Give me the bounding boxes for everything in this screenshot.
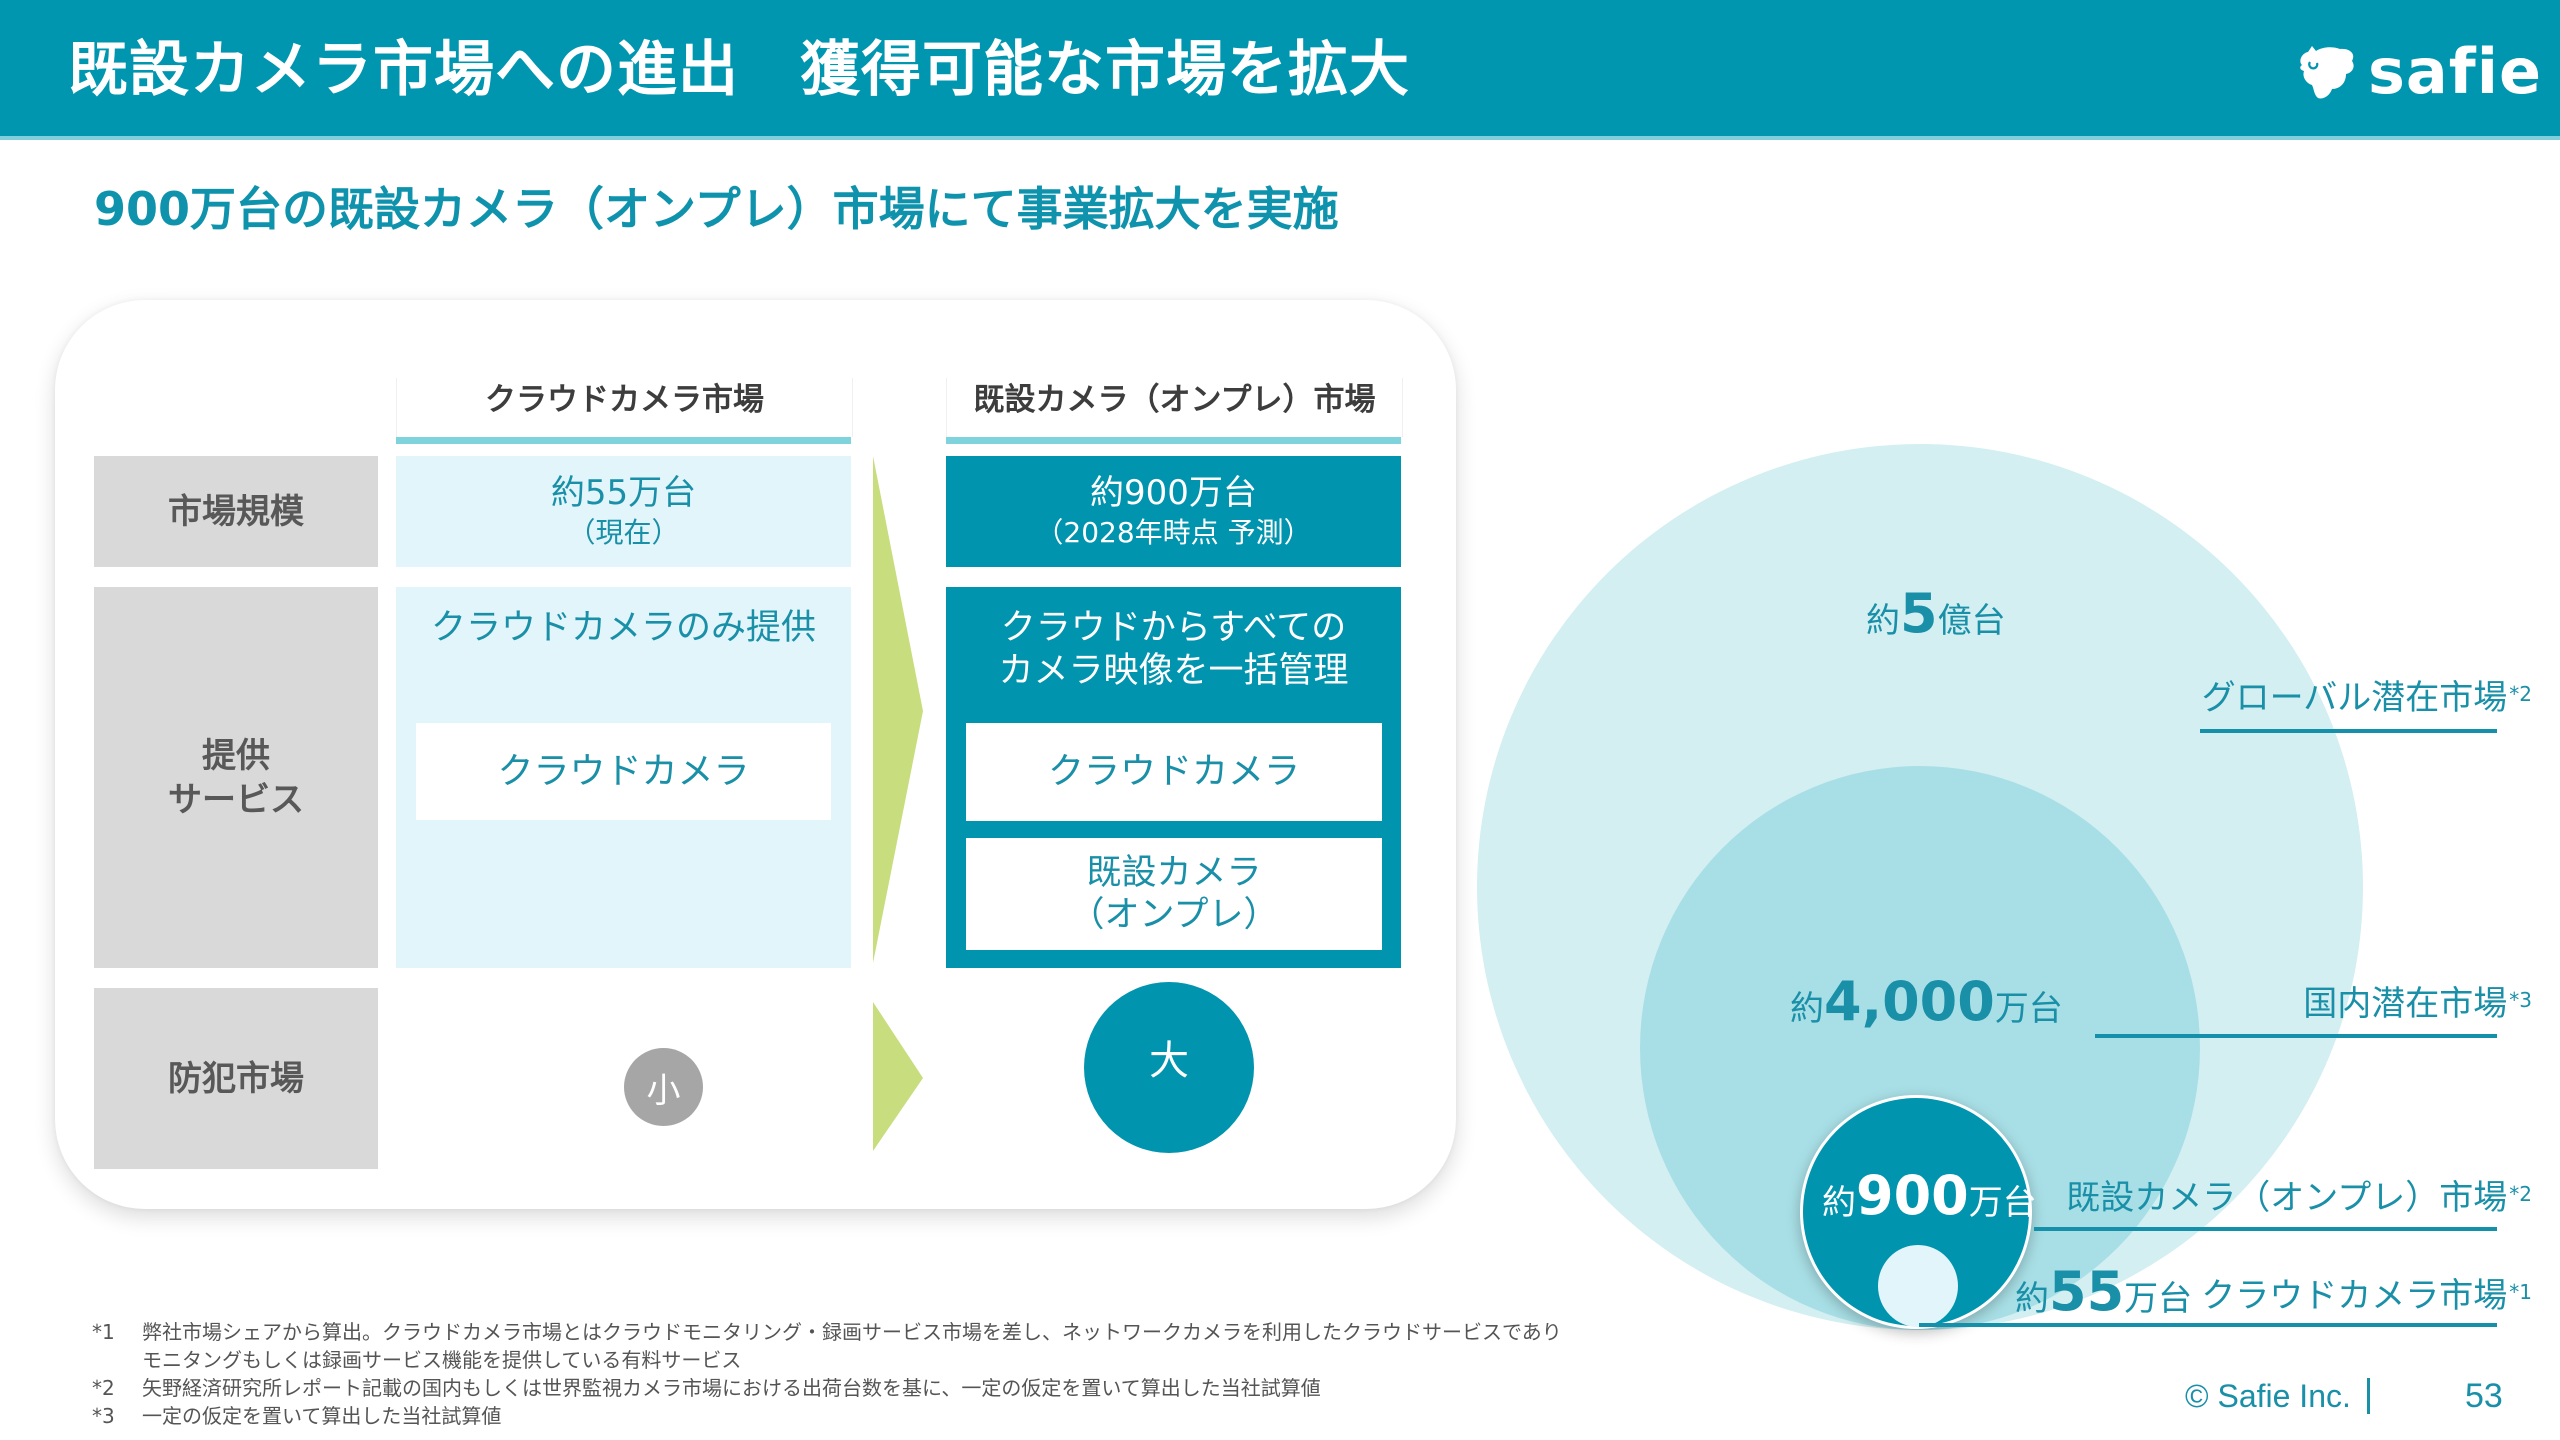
row-label-service-line1: 提供 <box>202 735 270 776</box>
cloud-market-size-note: （現在） <box>567 515 680 549</box>
badge-large: 大 <box>1084 982 1254 1153</box>
row-label-market-size-text: 市場規模 <box>168 491 304 532</box>
footnotes: *1 弊社市場シェアから算出。クラウドカメラ市場とはクラウドモニタリング・録画サ… <box>92 1318 1562 1430</box>
row-label-service-line2: サービス <box>168 779 304 820</box>
footnote-1: *1 弊社市場シェアから算出。クラウドカメラ市場とはクラウドモニタリング・録画サ… <box>92 1318 1562 1346</box>
footnote-3: *3 一定の仮定を置いて算出した当社試算値 <box>92 1402 1562 1430</box>
global-prefix: 約 <box>1866 601 1900 641</box>
cloud-market-size: 約55万台 <box>2015 1262 2192 1329</box>
cloud-number: 55 <box>2049 1260 2125 1323</box>
footnote-3-line1: 一定の仮定を置いて算出した当社試算値 <box>142 1404 502 1428</box>
leader-line-onprem <box>2034 1227 2497 1231</box>
row-label-security: 防犯市場 <box>94 988 378 1169</box>
column-header-cloud-underline <box>396 437 851 444</box>
column-header-onprem: 既設カメラ（オンプレ）市場 <box>946 378 1403 437</box>
label-global-market: グローバル潜在市場*2 <box>2202 676 2532 720</box>
label-domestic-market: 国内潜在市場*3 <box>2303 982 2532 1026</box>
transition-arrows <box>873 456 923 1151</box>
column-header-cloud: クラウドカメラ市場 <box>396 378 853 437</box>
leader-line-cloud <box>1919 1323 2497 1327</box>
label-domestic-market-note: *3 <box>2509 988 2532 1012</box>
slide-subtitle: 900万台の既設カメラ（オンプレ）市場にて事業拡大を実施 <box>94 182 1339 236</box>
global-unit: 億台 <box>1937 601 2006 641</box>
badge-small-label: 小 <box>646 1070 681 1111</box>
safie-logo: safie <box>2296 40 2542 104</box>
footnote-1-line2: モニタングもしくは録画サービス機能を提供している有料サービス <box>142 1348 742 1372</box>
footnote-3-key: *3 <box>92 1404 115 1428</box>
global-market-size: 約5億台 <box>1866 584 2006 651</box>
cloud-service-box-cloud-camera: クラウドカメラ <box>416 723 831 820</box>
arrow-right-icon <box>873 456 923 963</box>
onprem-service-desc-line2: カメラ映像を一括管理 <box>998 651 1349 691</box>
footnote-2-key: *2 <box>92 1376 115 1400</box>
onprem-market-size-value: 約900万台 <box>1090 472 1257 513</box>
onprem-unit: 万台 <box>1968 1183 2037 1223</box>
badge-large-label: 大 <box>1149 1037 1189 1084</box>
label-global-market-text: グローバル潜在市場 <box>2201 678 2508 718</box>
onprem-service-box-legacy-camera-line2: （オンプレ） <box>1069 895 1279 935</box>
onprem-service-box-legacy-camera: 既設カメラ （オンプレ） <box>966 838 1382 950</box>
label-domestic-market-text: 国内潜在市場 <box>2303 984 2508 1024</box>
circle-cloud-market <box>1878 1245 1958 1327</box>
row-label-market-size: 市場規模 <box>94 456 378 567</box>
logo-text: safie <box>2368 35 2543 108</box>
cloud-service-box-cloud-camera-label: クラウドカメラ <box>497 750 750 792</box>
label-onprem-market-text: 既設カメラ（オンプレ）市場 <box>2066 1178 2508 1218</box>
leader-line-global <box>2200 729 2497 733</box>
footer-copyright: © Safie Inc. <box>2185 1376 2370 1416</box>
column-header-onprem-underline <box>946 437 1401 444</box>
label-global-market-note: *2 <box>2509 682 2532 706</box>
onprem-number: 900 <box>1856 1164 1969 1227</box>
domestic-prefix: 約 <box>1790 989 1824 1029</box>
onprem-service-desc-line1: クラウドからすべての <box>1000 608 1347 648</box>
onprem-prefix: 約 <box>1822 1183 1856 1223</box>
label-cloud-market-note: *1 <box>2509 1280 2532 1304</box>
footnote-1-line1: 弊社市場シェアから算出。クラウドカメラ市場とはクラウドモニタリング・録画サービス… <box>142 1320 1562 1344</box>
onprem-market-size: 約900万台 <box>1822 1166 2037 1233</box>
footnote-2: *2 矢野経済研究所レポート記載の国内もしくは世界監視カメラ市場における出荷台数… <box>92 1374 1562 1402</box>
global-number: 5 <box>1900 582 1938 645</box>
domestic-unit: 万台 <box>1994 989 2063 1029</box>
domestic-number: 4,000 <box>1824 970 1995 1033</box>
onprem-service-box-legacy-camera-line1: 既設カメラ <box>1086 853 1262 893</box>
row-label-service: 提供 サービス <box>94 587 378 968</box>
footer-separator <box>2366 1378 2370 1414</box>
cloud-unit: 万台 <box>2124 1279 2193 1319</box>
page-number: 53 <box>2465 1377 2503 1415</box>
onprem-service-box-cloud-camera-label: クラウドカメラ <box>1047 751 1300 792</box>
footnote-1-cont: モニタングもしくは録画サービス機能を提供している有料サービス <box>92 1346 1562 1374</box>
domestic-market-size: 約4,000万台 <box>1790 972 2063 1039</box>
owl-icon <box>2300 46 2354 99</box>
label-onprem-market-note: *2 <box>2509 1182 2532 1206</box>
slide-header <box>0 0 2560 140</box>
leader-line-domestic <box>2095 1034 2497 1038</box>
copyright-text: © Safie Inc. <box>2185 1378 2351 1414</box>
slide-title: 既設カメラ市場への進出 獲得可能な市場を拡大 <box>68 35 1410 105</box>
cloud-market-size-value: 約55万台 <box>550 472 697 513</box>
onprem-service-box-cloud-camera: クラウドカメラ <box>966 723 1382 821</box>
onprem-service-desc: クラウドからすべての カメラ映像を一括管理 <box>946 607 1401 693</box>
footnote-2-line1: 矢野経済研究所レポート記載の国内もしくは世界監視カメラ市場における出荷台数を基に… <box>142 1376 1321 1400</box>
label-cloud-market-text: クラウドカメラ市場 <box>2201 1276 2508 1316</box>
cell-onprem-market-size: 約900万台 （2028年時点 予測） <box>946 456 1401 567</box>
column-header-cloud-label: クラウドカメラ市場 <box>485 382 764 418</box>
cloud-service-desc: クラウドカメラのみ提供 <box>430 608 816 648</box>
label-cloud-market: クラウドカメラ市場*1 <box>2201 1274 2532 1318</box>
badge-small: 小 <box>624 1048 703 1126</box>
label-onprem-market: 既設カメラ（オンプレ）市場*2 <box>2066 1176 2532 1220</box>
column-header-onprem-label: 既設カメラ（オンプレ）市場 <box>973 382 1376 418</box>
onprem-market-size-note: （2028年時点 予測） <box>1035 515 1312 549</box>
arrow-right-small-icon <box>873 1002 923 1151</box>
footnote-1-key: *1 <box>92 1320 115 1344</box>
cell-cloud-market-size: 約55万台 （現在） <box>396 456 851 567</box>
row-label-security-text: 防犯市場 <box>168 1058 304 1099</box>
cloud-prefix: 約 <box>2015 1279 2049 1319</box>
